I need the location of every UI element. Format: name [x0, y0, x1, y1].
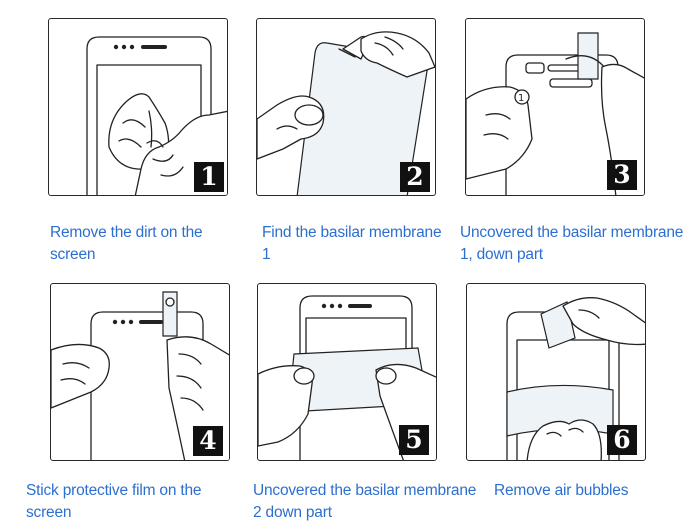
step-1-number-badge: 1	[194, 162, 224, 192]
smooth-bubbles-icon	[506, 297, 645, 460]
step-3-illustration-panel: 1 3	[465, 18, 645, 196]
step-3-caption: Uncovered the basilar membrane 1, down p…	[460, 224, 684, 263]
phone-cleaning-icon	[86, 36, 227, 195]
step-4-number-badge: 4	[193, 426, 223, 456]
peel-second-backing-icon	[258, 295, 436, 460]
step-5-number-badge: 5	[399, 425, 429, 455]
step-5-caption: Uncovered the basilar membrane 2 down pa…	[253, 482, 477, 521]
step-6-number-badge: 6	[607, 425, 637, 455]
step-1-illustration-panel: 1	[48, 18, 228, 196]
film-holding-icon	[257, 31, 435, 195]
step-5-illustration-panel: 5	[257, 283, 437, 461]
step-4-illustration-panel: 4	[50, 283, 230, 461]
step-2-illustration-panel: 2	[256, 18, 436, 196]
step-2-number-badge: 2	[400, 162, 430, 192]
step-2-caption: Find the basilar membrane 1	[262, 224, 442, 263]
step-3-number-badge: 3	[607, 160, 637, 190]
step-6-caption: Remove air bubbles	[494, 482, 629, 499]
step-1-caption: Remove the dirt on the screen	[50, 224, 203, 263]
step-4-caption: Stick protective film on the screen	[26, 482, 202, 521]
svg-text:1: 1	[518, 93, 524, 104]
step-6-illustration-panel: 6	[466, 283, 646, 461]
